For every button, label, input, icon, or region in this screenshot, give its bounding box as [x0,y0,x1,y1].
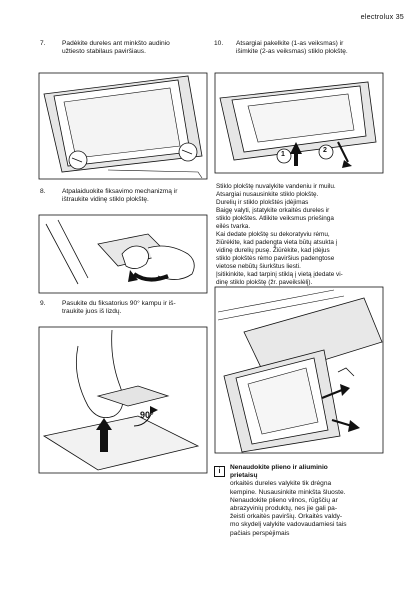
info-icon: i [214,466,225,477]
step-text-line: Pasukite du fiksatorius 90° kampu ir iš- [62,300,176,307]
step-7: 7. Padėkite dureles ant minkšto audinio … [40,40,210,60]
text-line: Stiklo plokštę nuvalykite vandeniu ir mu… [216,183,336,190]
text-line: vietose nebūtų šiurkštus liesti. [216,263,301,270]
step-number: 10. [214,40,224,47]
step-text-line: Atsargiai pakelkite (1-as veiksmas) ir [236,40,344,47]
text-line: Atsargiai nusausinkite stiklo plokštę. [216,191,319,198]
step-text-line: Padėkite dureles ant minkšto audinio [62,40,170,47]
glass-illustration [214,72,384,174]
step-number: 9. [40,300,46,307]
text-line: Kai dedate plokštę su dekoratyviu rėmu, [216,231,330,238]
step-2-label: 2 [323,147,327,154]
note-line: žeisti orkaitės paviršių. Orkaitės valdy… [230,513,343,521]
page-number: 35 [395,12,404,21]
step-10: 10. Atsargiai pakelkite (1-as veiksmas) … [214,40,394,60]
note-line: Nenaudokite plieno vilnos, rūgščių ar [230,496,338,504]
note-line: pačiais perspėjimais [230,529,290,537]
note-line: abrazyvinių produktų, nes jie gali pa- [230,505,338,513]
step-1-label: 1 [281,151,285,158]
note-title: Nenaudokite plieno ir aliuminio [230,464,328,471]
figure-release-mechanism [38,214,208,294]
step-number: 8. [40,188,46,195]
text-line: stiklo plokštes. Atlikite veiksmus prieš… [216,215,334,222]
step-9: 9. Pasukite du fiksatorius 90° kampu ir … [40,300,215,320]
step-text-line: ištraukite vidinę stiklo plokštę. [62,196,149,204]
step-text-line: Atpalaiduokite fiksavimo mechanizmą ir [62,188,178,195]
note-title: prietaisų [230,472,258,480]
brand-name: electrolux [360,12,394,21]
text-line: vidinę durelių pusę. Žiūrėkite, kad įdėj… [216,247,330,254]
text-line: Įsitikinkite, kad tarpinį stiklą į vietą… [216,271,343,278]
figure-rotate-fasteners: 90° [38,326,208,474]
text-line: Baigę valyti, įstatykite orkaitės durele… [216,207,330,214]
page-header: electrolux 35 [361,12,404,21]
cleaning-instructions: Stiklo plokštę nuvalykite vandeniu ir mu… [216,183,392,287]
text-line: eilės tvarka. [216,223,251,230]
step-text-line: traukite juos iš lizdų. [62,308,122,316]
note-line: mo skydelį valykite vadovaudamiesi tais [230,521,347,529]
section-heading: Durelių ir stiklo plokštės įdėjimas [216,199,309,206]
step-8: 8. Atpalaiduokite fiksavimo mechanizmą i… [40,188,215,208]
warning-note: i Nenaudokite plieno ir aliuminio prieta… [214,464,404,580]
step-text-line: užtiesto stabilaus paviršiaus. [62,48,146,56]
text-line: stiklo plokštės rėmo paviršius padengtos… [216,255,335,262]
text-line: žiūrėkite, kad padengta vieta būtų atsuk… [216,239,338,246]
angle-label: 90° [140,410,154,420]
note-line: kempine. Nusausinkite minkšta šluoste. [230,488,346,496]
step-number: 7. [40,40,46,47]
figure-lift-remove-glass: 1 2 [214,72,384,174]
rotate-illustration [38,326,208,474]
figure-insert-glass [214,286,384,454]
step-text-line: išimkite (2-as veiksmas) stiklo plokštę. [236,48,348,56]
text-line: dinę stiklo plokštę (žr. paveikslėlį). [216,279,313,286]
figure-door-on-cloth [38,72,208,180]
note-line: orkaitės dureles valykite tik drėgna [230,480,332,488]
